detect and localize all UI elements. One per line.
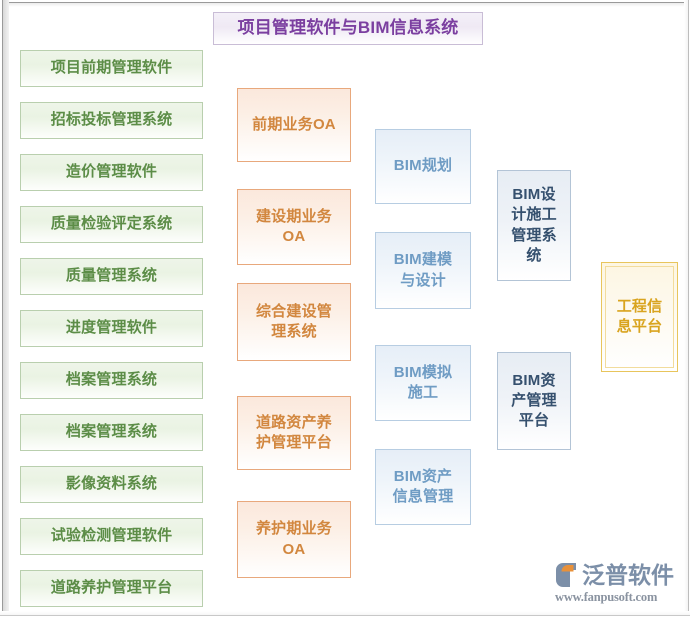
node-bim-2: BIM建模 与设计 xyxy=(375,232,471,309)
node-navy-2: BIM资 产管理 平台 xyxy=(497,352,571,450)
node-green-9: 影像资料系统 xyxy=(20,466,203,503)
logo-row: 泛普软件 xyxy=(553,562,674,588)
logo-url-text: www.fanpusoft.com xyxy=(555,590,658,604)
node-bim-3: BIM模拟 施工 xyxy=(375,345,471,421)
node-green-11: 道路养护管理平台 xyxy=(20,570,203,607)
node-orange-1: 前期业务OA xyxy=(237,88,351,162)
node-green-4: 质量检验评定系统 xyxy=(20,206,203,243)
node-green-2: 招标投标管理系统 xyxy=(20,102,203,139)
fanpu-logo-icon xyxy=(556,563,576,587)
node-green-7: 档案管理系统 xyxy=(20,362,203,399)
node-orange-5: 养护期业务 OA xyxy=(237,501,351,578)
node-green-3: 造价管理软件 xyxy=(20,154,203,191)
frame-left-edge xyxy=(0,0,9,617)
node-green-8: 档案管理系统 xyxy=(20,414,203,451)
node-green-10: 试验检测管理软件 xyxy=(20,518,203,555)
diagram-title: 项目管理软件与BIM信息系统 xyxy=(213,12,483,45)
node-bim-4: BIM资产 信息管理 xyxy=(375,449,471,525)
frame-bottom-edge xyxy=(0,611,690,617)
logo-brand-text: 泛普软件 xyxy=(582,561,674,588)
node-green-5: 质量管理系统 xyxy=(20,258,203,295)
node-green-6: 进度管理软件 xyxy=(20,310,203,347)
company-logo: 泛普软件 www.fanpusoft.com xyxy=(553,562,685,610)
node-green-1: 项目前期管理软件 xyxy=(20,50,203,87)
frame-top-edge xyxy=(0,0,690,7)
node-bim-1: BIM规划 xyxy=(375,129,471,204)
node-navy-1: BIM设 计施工 管理系 统 xyxy=(497,170,571,281)
node-orange-4: 道路资产养 护管理平台 xyxy=(237,396,351,470)
frame-right-edge xyxy=(684,0,690,617)
yellow-inner-border: 工程信 息平台 xyxy=(605,266,674,368)
node-engineering-info-platform: 工程信 息平台 xyxy=(601,262,678,372)
node-orange-3: 综合建设管 理系统 xyxy=(237,283,351,361)
node-orange-2: 建设期业务 OA xyxy=(237,189,351,265)
